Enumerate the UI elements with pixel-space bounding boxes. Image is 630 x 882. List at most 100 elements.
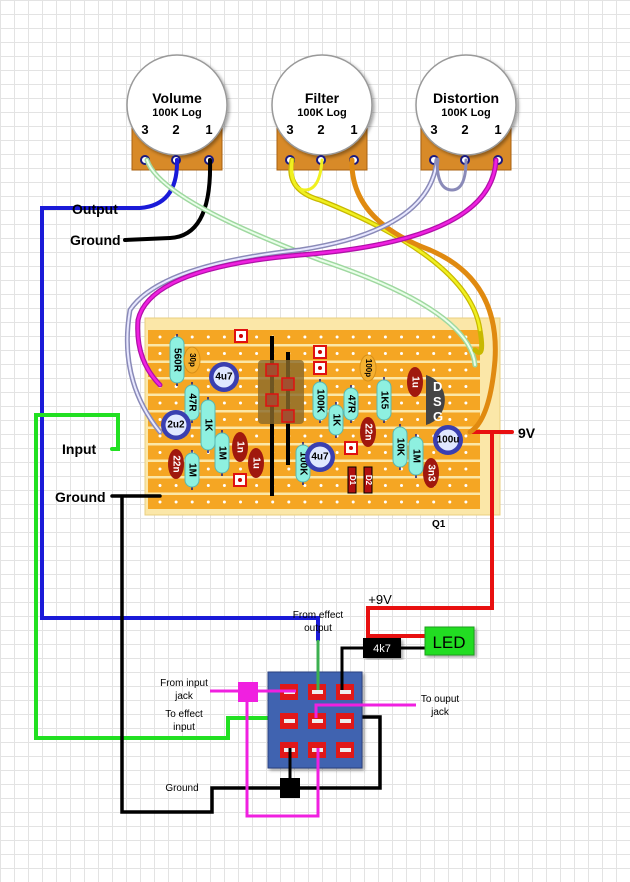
hole xyxy=(255,368,259,372)
resistor-body xyxy=(312,381,328,421)
pot-lug-number: 2 xyxy=(461,122,468,137)
wire-filter-loop xyxy=(290,158,324,192)
pot-name: Filter xyxy=(305,90,340,106)
component-resistor: 1M xyxy=(184,450,200,490)
hole xyxy=(287,467,291,471)
component-label: D1 xyxy=(348,475,357,486)
hole xyxy=(367,451,371,454)
wire-ground-pot xyxy=(123,158,213,242)
component-label: 47R xyxy=(186,393,197,412)
hole xyxy=(416,418,420,421)
pot-value: 100K Log xyxy=(297,107,347,119)
hole xyxy=(335,335,339,339)
pot-lug-number: 2 xyxy=(317,122,324,137)
switch-lug-contact xyxy=(312,719,323,723)
hole xyxy=(383,368,387,372)
track-cut-dot xyxy=(349,446,353,450)
hole xyxy=(190,335,194,339)
hole xyxy=(351,352,355,355)
hole xyxy=(158,451,162,454)
hole xyxy=(158,500,162,504)
ground-switch-label: Ground xyxy=(165,783,198,794)
pot-lug-number: 2 xyxy=(172,122,179,137)
hole xyxy=(222,418,226,421)
wire-input xyxy=(34,413,302,740)
hole xyxy=(448,418,452,421)
component-resistor: 100K xyxy=(312,379,328,423)
hole xyxy=(319,335,323,339)
component-label: D2 xyxy=(364,475,373,486)
component-resistor: 1K5 xyxy=(376,377,392,423)
hole xyxy=(383,335,387,339)
switch-lugs xyxy=(280,684,354,758)
resistor-body xyxy=(392,426,408,468)
pot-lug-number: 1 xyxy=(205,122,212,137)
hole xyxy=(255,335,259,339)
component-label: 47R xyxy=(345,395,356,414)
diode-body xyxy=(363,466,373,494)
component-resistor: 47R xyxy=(184,382,200,423)
resistor-body xyxy=(328,404,344,436)
component-electrolytic: 2u2 xyxy=(161,410,191,440)
hole xyxy=(416,401,420,405)
component-label: 100K xyxy=(297,452,308,477)
plus9v-label: +9V xyxy=(368,592,392,607)
component-resistor: 1M xyxy=(408,434,424,478)
pot-lug-number: 3 xyxy=(141,122,148,137)
ic-pin xyxy=(265,393,279,407)
resistor-4k7: 4k7 xyxy=(363,638,401,658)
copper-strip xyxy=(148,429,480,443)
component-film: 3n3 xyxy=(423,458,439,488)
component-label: 4u7 xyxy=(215,372,233,383)
hole xyxy=(335,368,339,372)
hole xyxy=(383,352,387,355)
hole xyxy=(206,500,210,504)
hole xyxy=(239,401,242,405)
hole xyxy=(174,500,178,504)
component-label: 100u xyxy=(437,435,460,446)
pot-name: Volume xyxy=(152,90,202,106)
hole xyxy=(400,352,403,355)
pot-lug-number: 1 xyxy=(350,122,357,137)
hole xyxy=(158,335,162,339)
hole xyxy=(287,500,291,504)
hole xyxy=(239,500,242,504)
hole xyxy=(303,385,307,388)
9v-label: 9V xyxy=(518,425,536,441)
component-resistor: 1M xyxy=(214,430,230,476)
hole xyxy=(255,434,259,438)
q1-label: Q1 xyxy=(432,519,446,530)
hole xyxy=(222,500,226,504)
hole xyxy=(400,500,403,504)
hole xyxy=(367,352,371,355)
led-label: LED xyxy=(432,633,465,652)
jfet-pin-g: G xyxy=(433,409,443,424)
cap-body xyxy=(360,417,376,447)
component-film: 22n xyxy=(360,417,376,447)
component-resistor: 1K xyxy=(200,397,216,453)
hole xyxy=(351,368,355,372)
to-effect-input-label-2: input xyxy=(173,722,195,733)
resistor-body xyxy=(343,387,359,421)
hole xyxy=(448,385,452,388)
to-output-jack-label-1: To ouput xyxy=(421,694,460,705)
pot-value: 100K Log xyxy=(441,107,491,119)
hole xyxy=(448,368,452,372)
hole xyxy=(400,418,403,421)
ic-socket xyxy=(258,360,304,424)
copper-strip xyxy=(148,478,480,493)
hole xyxy=(222,484,226,487)
hole xyxy=(335,467,339,471)
hole xyxy=(367,335,371,339)
hole xyxy=(416,500,420,504)
hole xyxy=(448,352,452,355)
wire-green-pot-inner xyxy=(146,159,476,366)
component-film: 1u xyxy=(248,448,264,478)
hole xyxy=(383,500,387,504)
jfet-body xyxy=(426,375,445,425)
hole xyxy=(158,352,162,355)
hole xyxy=(383,434,387,438)
wire-9v xyxy=(366,430,514,638)
hole xyxy=(255,352,259,355)
